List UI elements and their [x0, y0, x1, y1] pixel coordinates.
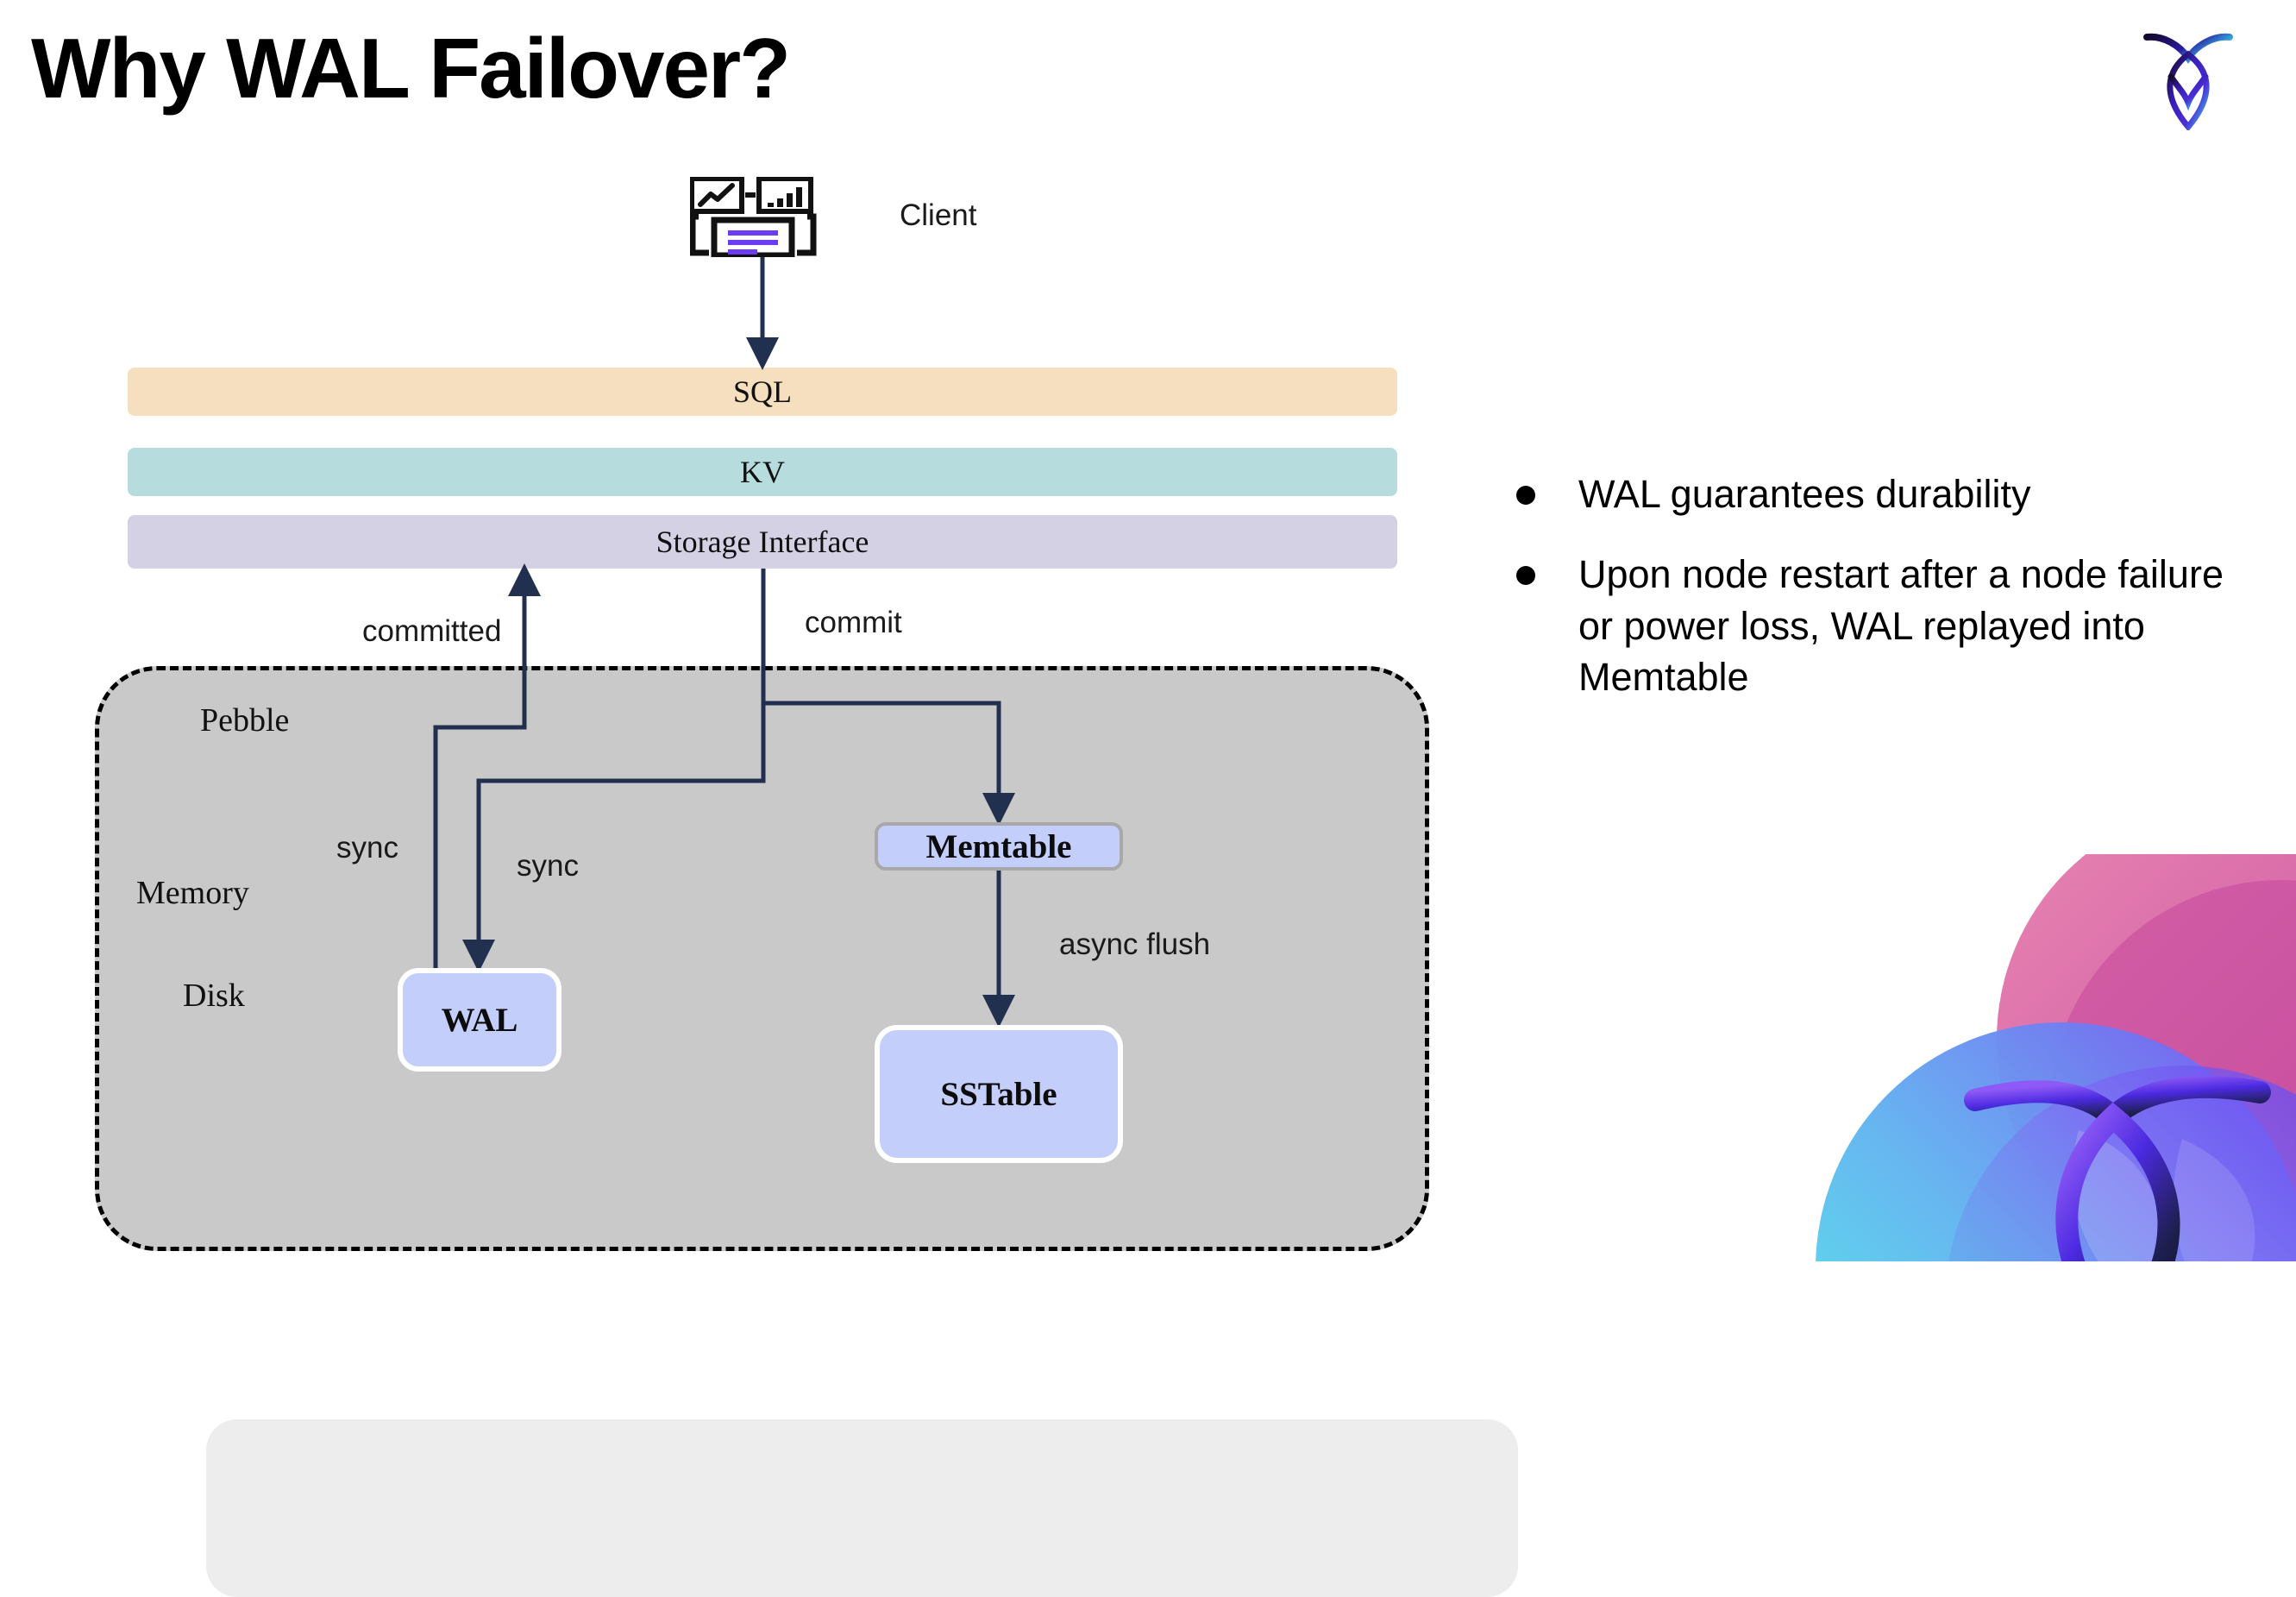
bullet-dot-icon — [1516, 486, 1535, 505]
edge-label-committed: committed — [362, 614, 502, 648]
node-label-wal: WAL — [441, 1001, 518, 1039]
edge-label-sync-right: sync — [517, 849, 579, 883]
disk-label: Disk — [183, 978, 245, 1014]
bullet-dot-icon — [1516, 566, 1535, 586]
bullet-text: Upon node restart after a node failure o… — [1578, 552, 2224, 700]
pebble-label: Pebble — [200, 702, 290, 739]
layer-bar-sql: SQL — [128, 368, 1397, 416]
list-item: WAL guarantees durability — [1516, 468, 2267, 519]
client-label: Client — [900, 198, 977, 232]
cockroach-circles-decoration-icon — [1777, 854, 2296, 1261]
list-item: Upon node restart after a node failure o… — [1516, 549, 2267, 702]
layer-label-kv: KV — [740, 455, 785, 489]
bullet-text: WAL guarantees durability — [1578, 472, 2031, 516]
pebble-container — [95, 666, 1518, 1597]
layer-label-storage-interface: Storage Interface — [656, 525, 869, 559]
node-memtable: Memtable — [875, 822, 1123, 871]
node-sstable: SSTable — [875, 1025, 1123, 1163]
edge-label-async-flush: async flush — [1059, 927, 1211, 961]
memory-region — [206, 1419, 1518, 1597]
bullet-list: WAL guarantees durability Upon node rest… — [1516, 468, 2267, 732]
node-label-memtable: Memtable — [925, 827, 1072, 865]
edge-label-sync-left: sync — [336, 831, 398, 865]
memory-label: Memory — [136, 875, 249, 911]
node-wal: WAL — [398, 968, 561, 1072]
cockroach-leaf-logo-icon — [2142, 28, 2235, 132]
page-title: Why WAL Failover? — [31, 21, 791, 116]
node-label-sstable: SSTable — [940, 1075, 1057, 1113]
layer-label-sql: SQL — [732, 374, 792, 409]
client-analytics-document-icon — [689, 176, 826, 259]
edge-label-commit: commit — [805, 606, 902, 639]
layer-bar-kv: KV — [128, 448, 1397, 496]
layer-bar-storage-interface: Storage Interface — [128, 515, 1397, 569]
